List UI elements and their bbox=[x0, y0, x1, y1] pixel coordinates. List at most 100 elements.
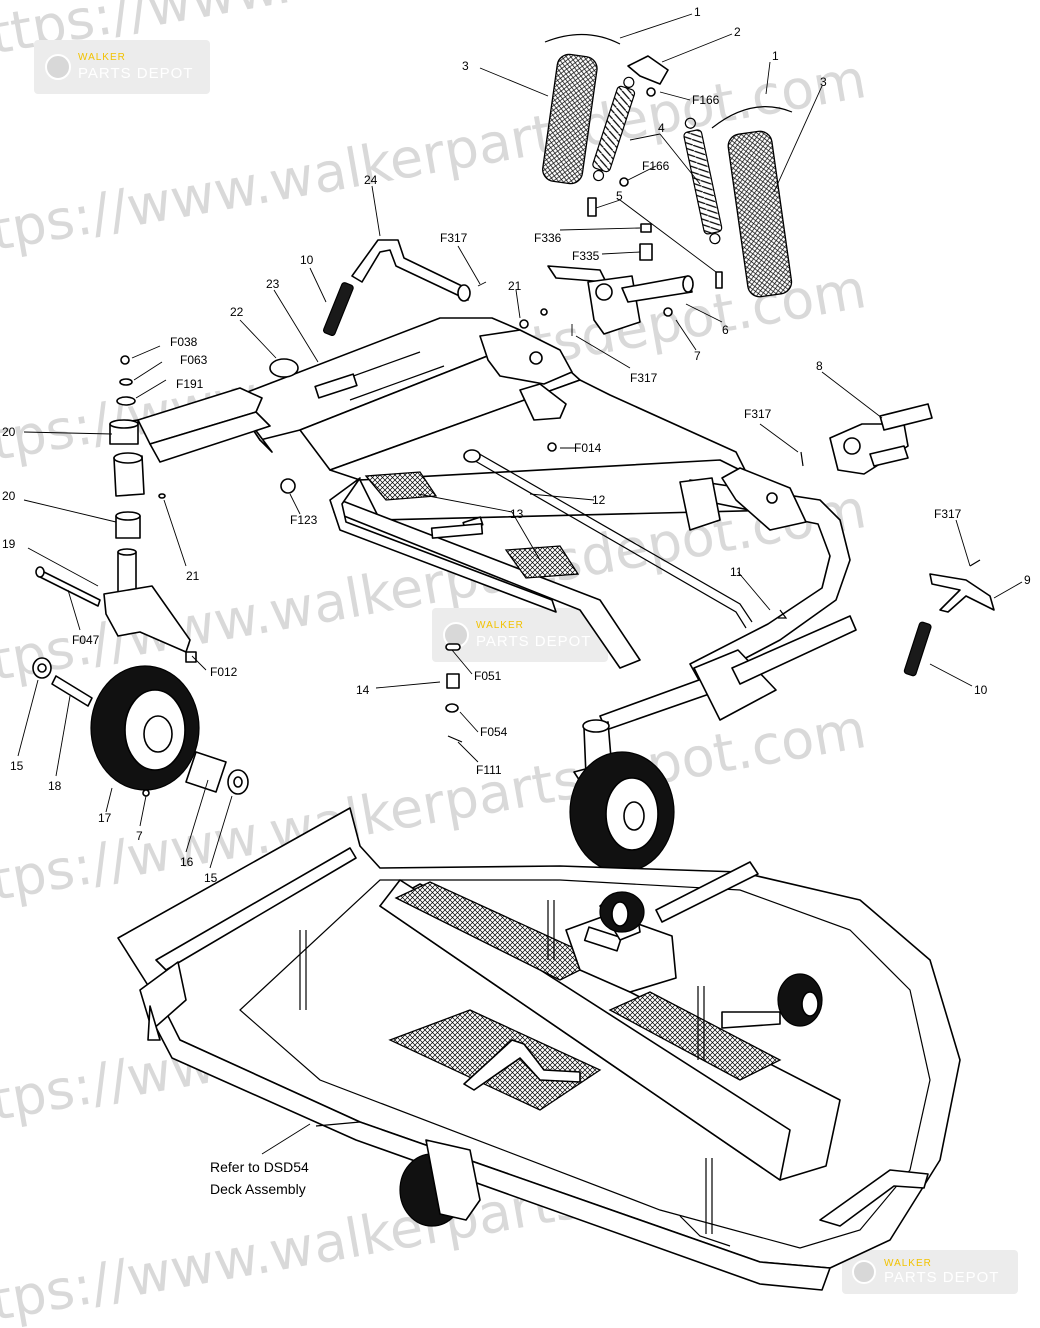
callout-13: 13 bbox=[510, 507, 524, 521]
callout-14: 14 bbox=[356, 683, 370, 697]
callout-f047: F047 bbox=[72, 633, 100, 647]
pin-f317 bbox=[477, 281, 487, 287]
bolt-f038 bbox=[120, 355, 130, 365]
pin-1-right bbox=[711, 106, 793, 129]
nut-f012 bbox=[185, 651, 197, 663]
spring-10-right bbox=[903, 621, 932, 677]
spring-assembly bbox=[542, 33, 793, 298]
spring-10-left bbox=[323, 282, 354, 337]
nut-f166 bbox=[619, 177, 629, 187]
deck-note: Refer to DSD54 Deck Assembly bbox=[210, 1159, 309, 1197]
nut-f166 bbox=[646, 87, 656, 97]
pin-f317 bbox=[800, 451, 804, 467]
callout-15: 15 bbox=[10, 759, 24, 773]
callout-7: 7 bbox=[694, 349, 701, 363]
caster-left bbox=[32, 419, 249, 797]
ring-f123 bbox=[280, 478, 296, 494]
callout-f166: F166 bbox=[642, 159, 670, 173]
callout-17: 17 bbox=[98, 811, 112, 825]
callout-3: 3 bbox=[462, 59, 469, 73]
callout-f054: F054 bbox=[480, 725, 508, 739]
callout-19: 19 bbox=[2, 537, 16, 551]
logo-top-text: WALKER bbox=[78, 52, 126, 63]
bracket-2 bbox=[627, 55, 669, 85]
callout-f014: F014 bbox=[574, 441, 602, 455]
callout-f335: F335 bbox=[572, 249, 600, 263]
callout-8: 8 bbox=[816, 359, 823, 373]
f336-part bbox=[640, 223, 652, 233]
nut-21 bbox=[519, 319, 529, 329]
callout-22: 22 bbox=[230, 305, 244, 319]
callout-6: 6 bbox=[722, 323, 729, 337]
callout-20: 20 bbox=[2, 425, 16, 439]
washer-f051 bbox=[445, 643, 461, 651]
washer-f063 bbox=[119, 378, 133, 386]
callout-10: 10 bbox=[974, 683, 988, 697]
nut-21 bbox=[540, 308, 548, 316]
callout-f051: F051 bbox=[474, 669, 502, 683]
main-frame-23 bbox=[137, 317, 857, 731]
bracket-8 bbox=[800, 403, 933, 475]
grip-sleeve-right bbox=[727, 130, 793, 298]
callout-10: 10 bbox=[300, 253, 314, 267]
hardware bbox=[116, 355, 788, 743]
handle-bracket-6 bbox=[519, 223, 694, 335]
bushing-14 bbox=[446, 673, 460, 689]
callout-18: 18 bbox=[48, 779, 62, 793]
callout-f317: F317 bbox=[934, 507, 962, 521]
callout-21: 21 bbox=[186, 569, 200, 583]
callout-labels: 1 2 3 1 3 F166 4 F166 5 F336 F335 24 F31… bbox=[2, 5, 1031, 885]
callout-15: 15 bbox=[204, 871, 218, 885]
callout-2: 2 bbox=[734, 25, 741, 39]
pin-f317 bbox=[969, 559, 981, 567]
lever-9 bbox=[929, 559, 995, 613]
logo-top-text: WALKER bbox=[476, 620, 524, 631]
clip-11 bbox=[778, 609, 788, 619]
leader-lines bbox=[17, 13, 1023, 1155]
callout-1: 1 bbox=[694, 5, 701, 19]
callout-1: 1 bbox=[772, 49, 779, 63]
callout-4: 4 bbox=[658, 121, 665, 135]
f335-part bbox=[639, 243, 653, 261]
logo-bottom-right: WALKER PARTS DEPOT bbox=[842, 1250, 1018, 1294]
callout-f317: F317 bbox=[744, 407, 772, 421]
note-line-1: Refer to DSD54 bbox=[210, 1159, 309, 1175]
callout-16: 16 bbox=[180, 855, 194, 869]
foot-plate-13 bbox=[364, 471, 580, 579]
callout-f012: F012 bbox=[210, 665, 238, 679]
plug-22 bbox=[269, 358, 299, 378]
callout-f317: F317 bbox=[630, 371, 658, 385]
set-screw-5 bbox=[715, 271, 723, 289]
callout-9: 9 bbox=[1024, 573, 1031, 587]
grip-sleeve-left bbox=[542, 53, 598, 185]
rod-12 bbox=[463, 449, 753, 629]
callout-f123: F123 bbox=[290, 513, 318, 527]
pin-f111 bbox=[447, 735, 463, 743]
lever-24 bbox=[351, 239, 471, 302]
logo-bottom-text: PARTS DEPOT bbox=[884, 1269, 999, 1286]
callout-24: 24 bbox=[364, 173, 378, 187]
logo-top-left: WALKER PARTS DEPOT bbox=[34, 40, 210, 94]
callout-f038: F038 bbox=[170, 335, 198, 349]
callout-23: 23 bbox=[266, 277, 280, 291]
logo-top-text: WALKER bbox=[884, 1258, 932, 1269]
logo-center: WALKER PARTS DEPOT bbox=[432, 608, 608, 662]
washer-f054 bbox=[445, 703, 459, 713]
mower-deck bbox=[117, 807, 961, 1291]
callout-7: 7 bbox=[136, 829, 143, 843]
callout-20: 20 bbox=[2, 489, 16, 503]
spring-right bbox=[683, 117, 723, 245]
logo-bottom-text: PARTS DEPOT bbox=[476, 633, 591, 650]
nut-f014 bbox=[547, 442, 557, 452]
callout-f111: F111 bbox=[476, 763, 502, 777]
callout-11: 11 bbox=[730, 565, 743, 579]
grease-21 bbox=[158, 493, 166, 499]
callout-f317: F317 bbox=[440, 231, 468, 245]
callout-12: 12 bbox=[592, 493, 606, 507]
callout-f063: F063 bbox=[180, 353, 208, 367]
note-line-2: Deck Assembly bbox=[210, 1181, 306, 1197]
callout-f166: F166 bbox=[692, 93, 720, 107]
callout-f336: F336 bbox=[534, 231, 562, 245]
pin-1-left bbox=[544, 33, 621, 45]
